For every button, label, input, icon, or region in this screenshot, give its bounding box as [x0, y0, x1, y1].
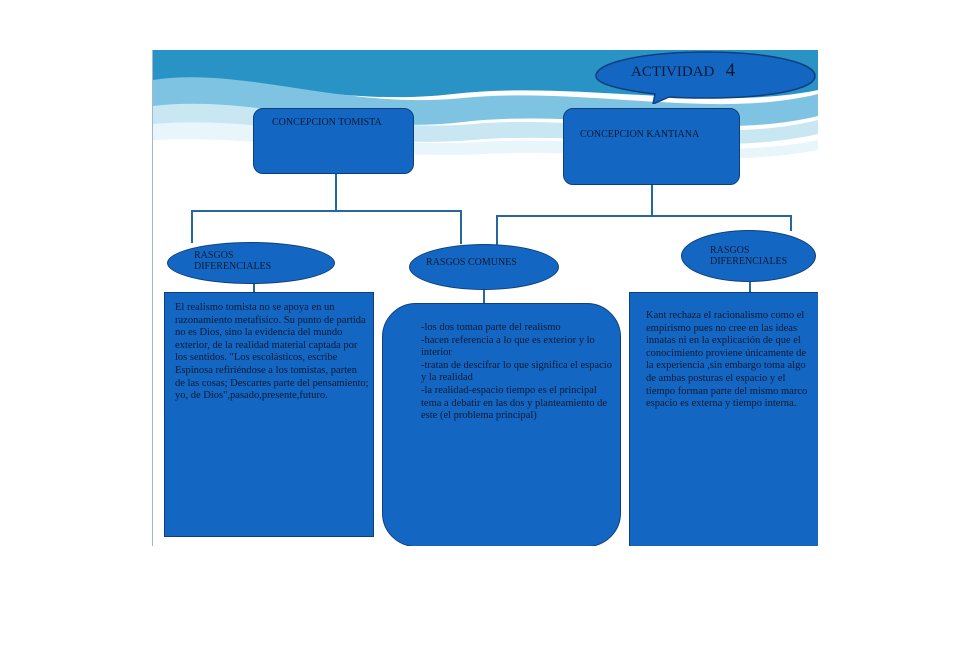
concept-kantiana-label: CONCEPCION KANTIANA	[580, 129, 700, 140]
concept-tomista-box: CONCEPCION TOMISTA	[253, 108, 414, 174]
right-traits-node: RASGOS DIFERENCIALES	[681, 230, 816, 282]
connector	[651, 185, 653, 215]
kantiana-description: Kant rechaza el racionalismo como el emp…	[629, 292, 818, 546]
connector	[483, 290, 485, 303]
connector	[460, 210, 462, 244]
activity-label: ACTIVIDAD	[631, 64, 715, 80]
connector	[191, 210, 193, 243]
connector	[335, 174, 337, 210]
slide: ACTIVIDAD 4 CONCEPCION TOMISTA CONCEPCIO…	[152, 50, 818, 546]
connector	[749, 282, 751, 293]
activity-title: ACTIVIDAD 4	[631, 60, 735, 82]
tomista-description: El realismo tomista no se apoya en un ra…	[164, 292, 374, 537]
common-traits-node: RASGOS COMUNES	[409, 244, 559, 290]
concept-kantiana-box: CONCEPCION KANTIANA	[563, 108, 740, 185]
connector	[253, 284, 255, 293]
activity-number: 4	[725, 60, 736, 81]
connector	[496, 215, 498, 245]
common-traits-description: -los dos toman parte del realismo -hacen…	[382, 303, 621, 546]
concept-tomista-label: CONCEPCION TOMISTA	[272, 117, 382, 128]
connector	[191, 210, 461, 212]
connector	[790, 215, 792, 231]
activity-callout	[595, 51, 816, 104]
connector	[496, 215, 791, 217]
left-traits-node: RASGOS DIFERENCIALES	[167, 242, 335, 284]
